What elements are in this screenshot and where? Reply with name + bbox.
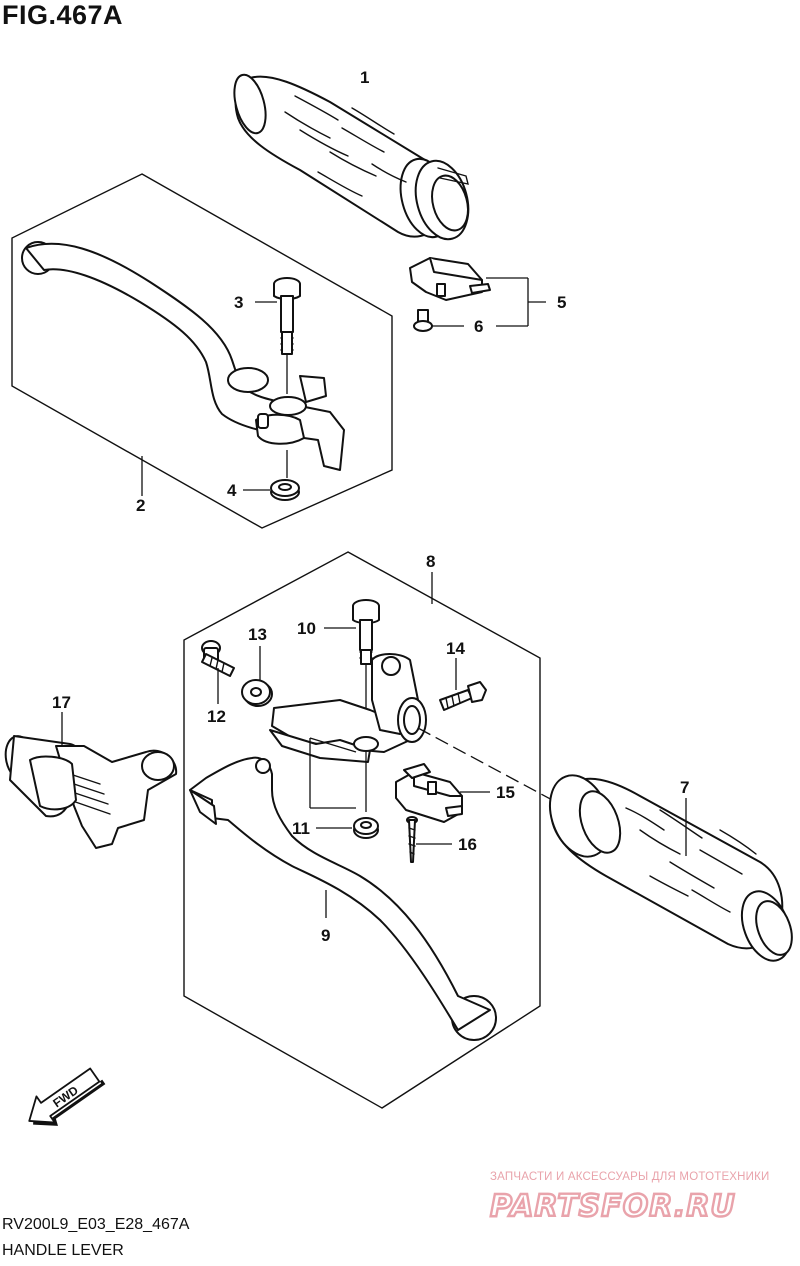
nut-4	[270, 479, 300, 501]
callout-7: 7	[680, 778, 689, 797]
callout-3: 3	[234, 293, 243, 312]
throttle-17	[4, 735, 178, 849]
callout-1: 1	[360, 68, 369, 87]
callout-5: 5	[557, 293, 566, 312]
nut-11	[353, 817, 379, 839]
screw-6	[413, 309, 433, 332]
grip-upper	[233, 73, 470, 241]
callout-13: 13	[248, 625, 267, 644]
grip-lower	[549, 774, 793, 962]
watermark-logo: PARTSFOR.RU	[489, 1188, 736, 1225]
callout-2: 2	[136, 496, 145, 515]
washer-13	[241, 679, 273, 707]
watermark-logo-text: PARTSFOR.RU	[490, 1189, 736, 1224]
callout-16: 16	[458, 835, 477, 854]
figure-code: RV200L9_E03_E28_467A	[2, 1216, 190, 1233]
clamp-bolt-14	[439, 681, 487, 711]
callout-17: 17	[52, 693, 71, 712]
callout-6: 6	[474, 317, 483, 336]
screw-16	[406, 816, 418, 863]
callout-15: 15	[496, 783, 515, 802]
fwd-arrow-icon: FWD	[28, 1067, 106, 1126]
brake-switch-5	[409, 257, 491, 301]
callout-12: 12	[207, 707, 226, 726]
callout-14: 14	[446, 639, 465, 658]
figure-name: HANDLE LEVER	[2, 1242, 124, 1259]
adjuster-bolt-12	[201, 640, 235, 677]
box-clutch-lever	[183, 551, 541, 1109]
callout-10: 10	[297, 619, 316, 638]
pivot-bolt-10	[352, 599, 380, 665]
brake-lever	[21, 241, 345, 471]
watermark-tagline: ЗАПЧАСТИ И АКСЕССУАРЫ ДЛЯ МОТОТЕХНИКИ	[490, 1171, 770, 1183]
callout-9: 9	[321, 926, 330, 945]
clutch-switch-15	[395, 763, 463, 823]
figure-title: FIG.467A	[2, 0, 124, 30]
clutch-lever-9	[189, 756, 497, 1041]
callout-11: 11	[292, 819, 310, 838]
box-brake-lever	[11, 173, 393, 529]
callout-4: 4	[227, 481, 237, 500]
pivot-bolt-3	[273, 277, 301, 355]
callout-8: 8	[426, 552, 435, 571]
clutch-holder	[269, 653, 427, 763]
